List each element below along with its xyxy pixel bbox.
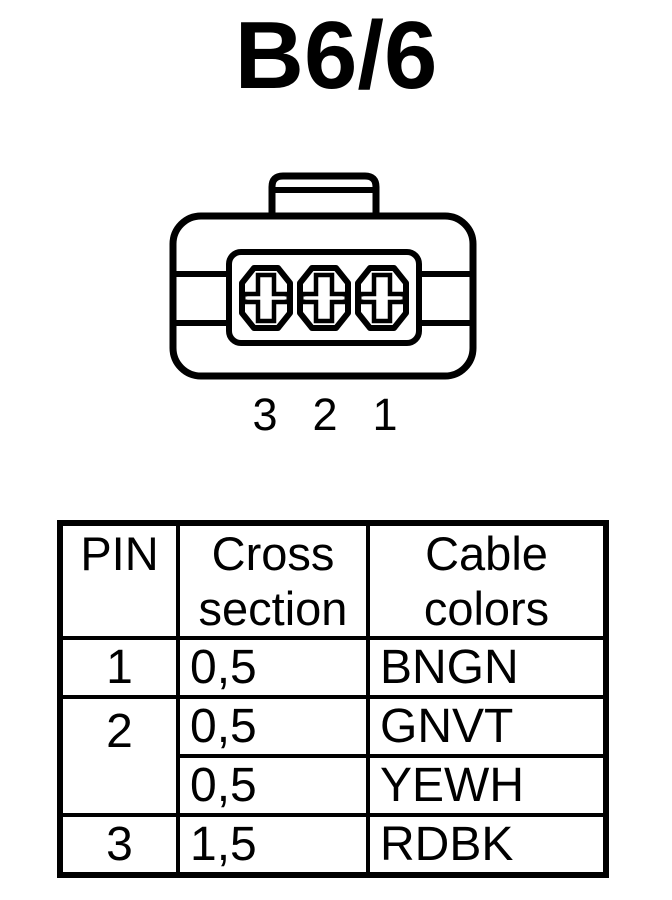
connector-diagram: 3 2 1 bbox=[169, 172, 477, 440]
cell-cross-section: 0,5 bbox=[176, 695, 370, 758]
table-header-row: PIN Cross section Cable colors bbox=[58, 521, 608, 640]
pin-number-label: 2 bbox=[312, 389, 337, 440]
col-header-cross-section: Cross section bbox=[176, 521, 370, 640]
page-title: B6/6 bbox=[234, 2, 438, 109]
pin-socket-3 bbox=[239, 265, 293, 331]
pinout-table: PIN Cross section Cable colors 1 0,5 BNG… bbox=[57, 520, 609, 878]
pin-number-label: 3 bbox=[252, 389, 277, 440]
cell-pin: 2 bbox=[58, 695, 180, 817]
cell-cross-section: 0,5 bbox=[176, 754, 370, 817]
cell-pin: 3 bbox=[58, 813, 180, 877]
cell-cable-color: YEWH bbox=[366, 754, 608, 817]
cell-pin: 1 bbox=[58, 636, 180, 699]
table-row: 1 0,5 BNGN bbox=[58, 636, 608, 699]
pin-socket-2 bbox=[297, 265, 351, 331]
cell-cable-color: GNVT bbox=[366, 695, 608, 758]
cell-cross-section: 1,5 bbox=[176, 813, 370, 877]
connector-profile-lines bbox=[175, 271, 471, 326]
connector-tab bbox=[268, 172, 380, 221]
pin-socket-1 bbox=[355, 265, 409, 331]
table-row: 0,5 YEWH bbox=[60, 754, 608, 817]
cell-cross-section: 0,5 bbox=[176, 636, 370, 699]
col-header-cable-colors: Cable colors bbox=[366, 521, 608, 640]
table-row: 3 1,5 RDBK bbox=[58, 813, 608, 877]
cell-cable-color: RDBK bbox=[366, 813, 608, 877]
col-header-pin: PIN bbox=[58, 521, 180, 640]
cell-cable-color: BNGN bbox=[366, 636, 608, 699]
table-row: 2 0,5 GNVT bbox=[58, 695, 608, 817]
pin-number-label: 1 bbox=[372, 389, 397, 440]
